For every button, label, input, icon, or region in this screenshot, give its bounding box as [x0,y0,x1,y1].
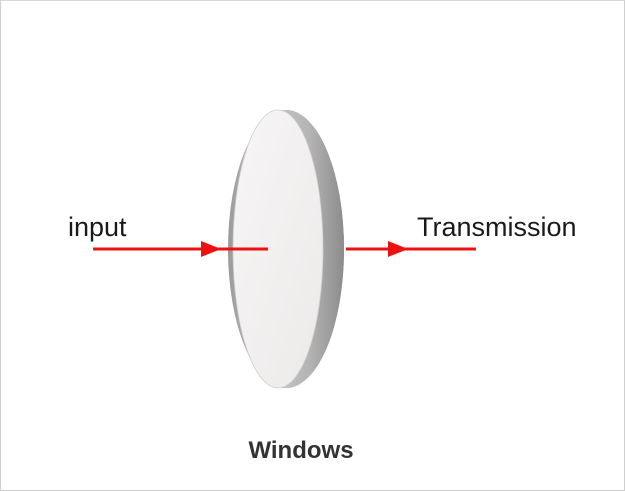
transmission-arrowhead [388,241,408,257]
transmission-arrow [346,241,476,257]
window-disk [228,109,344,389]
input-label: input [68,212,127,242]
diagram-caption: Windows [248,437,354,464]
input-arrowhead [201,241,221,257]
input-arrow [93,241,268,257]
transmission-label: Transmission [417,212,577,242]
